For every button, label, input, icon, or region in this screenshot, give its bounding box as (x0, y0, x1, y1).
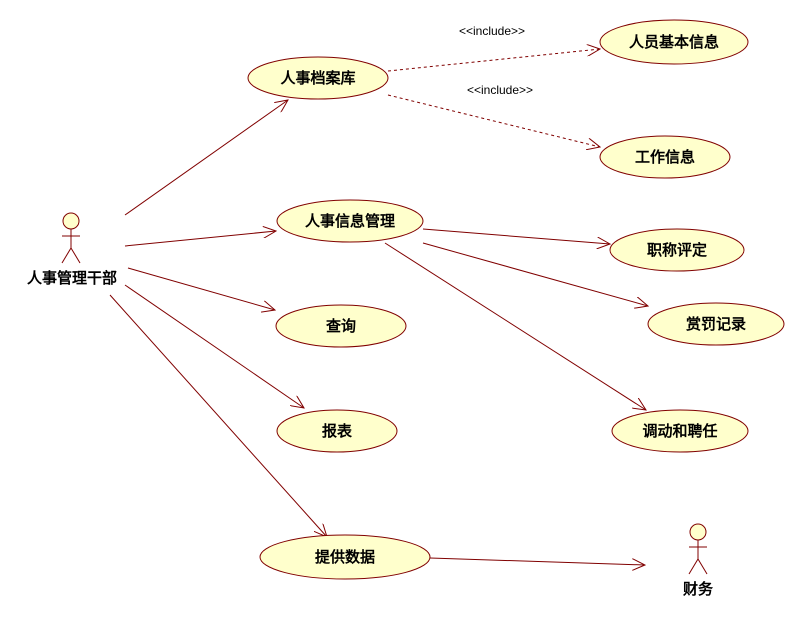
use-case-query[interactable]: 查询 (275, 304, 407, 348)
use-case-label: 查询 (326, 317, 356, 335)
use-case-basic-info[interactable]: 人员基本信息 (599, 19, 749, 65)
use-case-reward-punish[interactable]: 赏罚记录 (647, 302, 785, 346)
use-case-label: 报表 (322, 422, 353, 440)
assoc-info-transfer (384, 242, 646, 410)
actor-hr-manager[interactable]: 人事管理干部 (27, 212, 117, 287)
actor-label: 财务 (683, 580, 714, 598)
assoc-manager-query (127, 267, 275, 310)
use-case-label: 人员基本信息 (629, 33, 719, 51)
include-label: <<include>> (459, 24, 525, 38)
use-case-hr-info-mgmt[interactable]: 人事信息管理 (276, 199, 424, 243)
assoc-info-reward (422, 242, 648, 306)
use-case-transfer-hire[interactable]: 调动和聘任 (611, 409, 749, 453)
assoc-provide-finance (429, 557, 645, 565)
use-case-label: 提供数据 (315, 548, 375, 566)
assoc-manager-info-mgmt (124, 231, 276, 247)
use-case-label: 人事信息管理 (305, 212, 395, 230)
use-case-label: 调动和聘任 (642, 422, 717, 440)
use-case-provide-data[interactable]: 提供数据 (259, 534, 431, 580)
assoc-manager-report (124, 284, 304, 408)
include-work-info (387, 94, 600, 147)
use-case-hr-archive[interactable]: 人事档案库 (247, 56, 389, 100)
use-case-label: 工作信息 (635, 148, 695, 166)
assoc-manager-provide-data (109, 294, 327, 537)
actor-label: 人事管理干部 (27, 269, 117, 287)
use-case-report[interactable]: 报表 (276, 409, 398, 453)
use-case-title-eval[interactable]: 职称评定 (609, 228, 745, 272)
assoc-info-title (422, 228, 610, 244)
use-case-label: 职称评定 (647, 241, 707, 259)
actor-finance[interactable]: 财务 (683, 523, 714, 598)
assoc-manager-archive (124, 100, 288, 216)
actor-head-icon (62, 212, 80, 230)
use-case-label: 人事档案库 (280, 69, 355, 87)
use-case-work-info[interactable]: 工作信息 (599, 135, 731, 179)
use-case-label: 赏罚记录 (686, 315, 746, 333)
include-basic-info (387, 49, 600, 72)
actor-head-icon (689, 523, 707, 541)
include-label: <<include>> (467, 83, 533, 97)
